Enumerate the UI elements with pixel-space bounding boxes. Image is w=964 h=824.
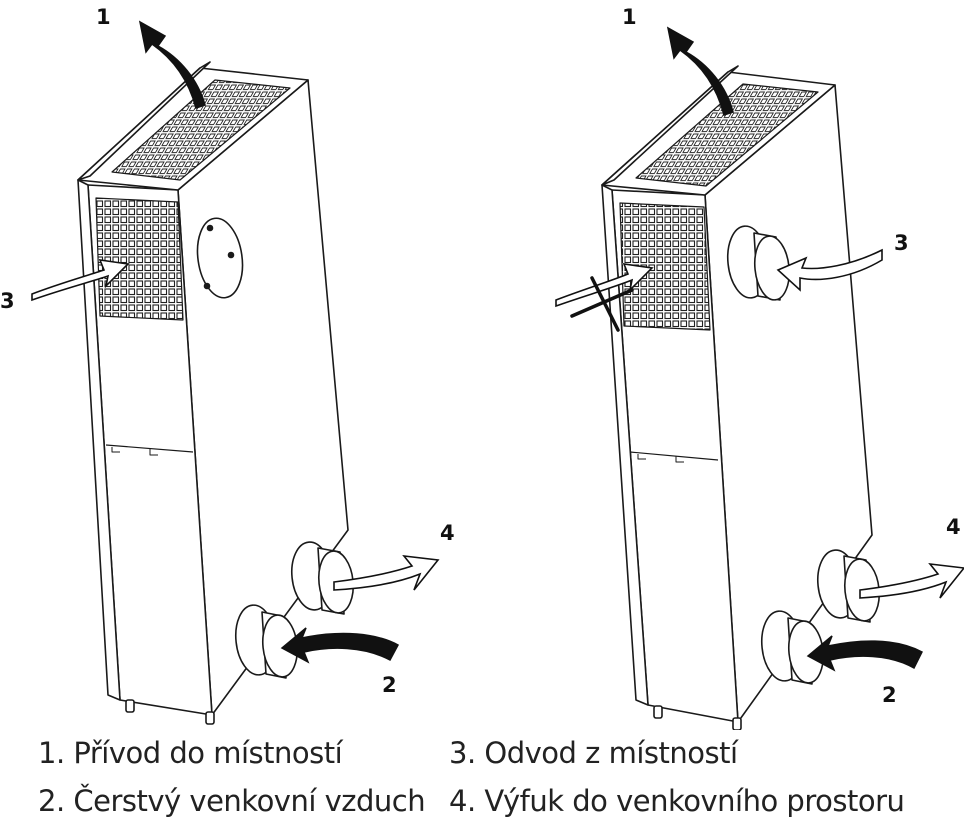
legend-item-supply: 1. Přívod do místností xyxy=(38,736,343,770)
top-rim xyxy=(601,65,739,186)
supply-arrow-icon xyxy=(666,26,734,116)
number-labels: 1 3 4 2 1 3 4 2 xyxy=(0,5,961,707)
inlet-pipe xyxy=(760,610,825,685)
exhaust-arrow-icon xyxy=(859,562,964,599)
supply-arrow-icon xyxy=(138,20,206,109)
extract-arrow-icon xyxy=(776,248,883,292)
label-left-1: 1 xyxy=(96,5,111,29)
label-right-4: 4 xyxy=(946,515,961,539)
front-divider xyxy=(105,444,194,453)
blocked-cross-icon xyxy=(570,276,634,332)
legend-item-extract: 3. Odvod z místností xyxy=(449,736,738,770)
extract-arrow-icon xyxy=(31,259,130,302)
left-arrows xyxy=(31,20,440,664)
front-grille xyxy=(95,197,184,321)
legend-item-exhaust: 4. Výfuk do venkovního prostoru xyxy=(449,784,905,818)
side-port-cover xyxy=(196,217,244,299)
label-right-1: 1 xyxy=(622,5,637,29)
label-left-4: 4 xyxy=(440,521,455,545)
outlet-pipe xyxy=(290,541,355,615)
blocked-arrow-icon xyxy=(555,263,654,308)
left-unit xyxy=(77,61,355,725)
label-left-2: 2 xyxy=(382,673,397,697)
inlet-pipe xyxy=(234,604,299,679)
front-divider xyxy=(629,451,719,461)
label-right-3: 3 xyxy=(894,231,909,255)
label-left-3: 3 xyxy=(0,289,15,313)
fresh-air-arrow-icon xyxy=(806,635,923,672)
ventilation-diagram: 1 3 4 2 1 3 4 2 xyxy=(0,5,964,730)
label-right-2: 2 xyxy=(882,683,897,707)
legend: 1. Přívod do místností 2. Čerstvý venkov… xyxy=(0,730,964,824)
edge-strip xyxy=(601,184,649,706)
front-grille xyxy=(619,202,711,331)
top-rim xyxy=(77,61,211,181)
outlet-pipe xyxy=(816,549,881,623)
right-arrows xyxy=(555,26,964,672)
side-intake-pipe xyxy=(726,225,791,301)
edge-strip xyxy=(77,179,121,701)
exhaust-arrow-icon xyxy=(333,554,440,591)
right-unit xyxy=(601,65,881,730)
top-grille xyxy=(111,79,291,181)
fresh-air-arrow-icon xyxy=(280,627,400,664)
legend-item-fresh-air: 2. Čerstvý venkovní vzduch xyxy=(38,784,426,818)
top-grille xyxy=(635,83,819,187)
